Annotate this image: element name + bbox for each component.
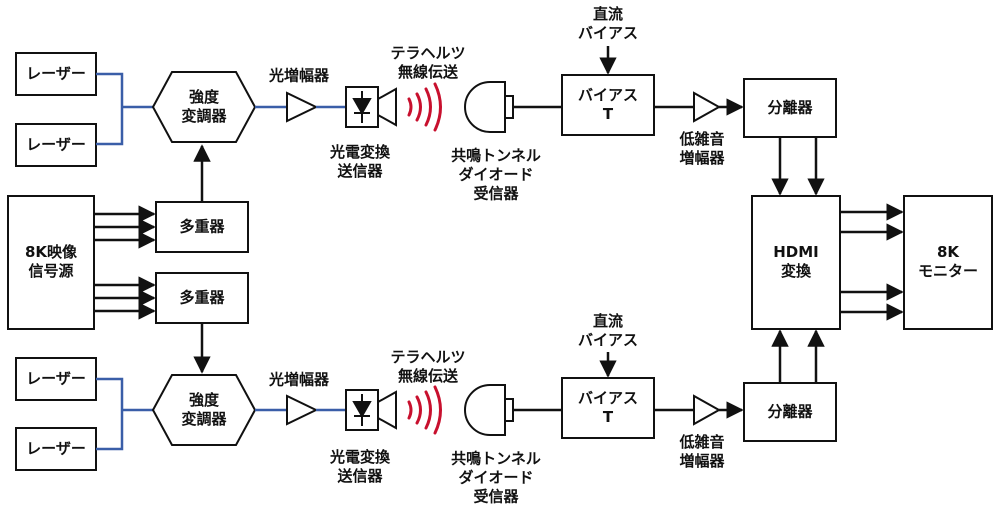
rtd-receiver-plug [504,398,514,422]
photodiode-symbol [352,91,372,123]
splitter-box [743,78,837,138]
laser-box [15,427,97,471]
laser-to-modulator-fiber [96,72,124,146]
optical-amplifier-label: 光増幅器 [268,370,330,389]
rtd-receiver-label: 共鳴トンネル ダイオード 受信器 [451,449,541,506]
intensity-modulator-label: 強度 変調器 [181,391,227,428]
monitor-label: 8K モニター [917,243,979,280]
splitter-label: 分離器 [767,98,813,117]
bias-tee-label: バイアス T [577,86,639,123]
laser-box [15,123,97,167]
thz-transmission-label: テラヘルツ 無線伝送 [390,44,466,81]
photodiode-symbol [352,394,372,426]
channel-top [15,46,837,196]
hdmi-label: HDMI 変換 [773,243,819,280]
thz-transmission-label: テラヘルツ 無線伝送 [390,348,466,385]
source-label: 8K映像 信号源 [24,243,78,280]
monitor-box [903,195,993,330]
channel-bottom [15,329,837,471]
multiplexer-box-top [155,201,249,253]
rtd-receiver-plug [504,95,514,119]
lna-label: 低雑音 増幅器 [679,433,725,470]
dc-bias-label: 直流 バイアス [577,5,639,42]
laser-box [15,52,97,96]
hdmi-to-monitor-arrows [840,203,904,321]
splitter-label: 分離器 [767,402,813,421]
rtd-receiver-icon [464,384,506,436]
bias-tee-box [561,377,655,439]
laser-label: レーザー [26,439,86,458]
horn-antenna-icon [377,390,397,430]
photomixer-transmitter-label: 光電変換 送信器 [329,448,391,485]
terahertz-wave-icon [407,385,442,435]
optical-amplifier-label: 光増幅器 [268,66,330,85]
multiplexer-label: 多重器 [179,217,225,236]
multiplexer-label: 多重器 [179,288,225,307]
horn-antenna-icon [377,87,397,127]
intensity-modulator-label: 強度 変調器 [181,88,227,125]
source-box [7,195,95,330]
photomixer-transmitter-label: 光電変換 送信器 [329,143,391,180]
lna-label: 低雑音 増幅器 [679,130,725,167]
splitter-box [743,382,837,442]
amplifier-triangle-icon [693,91,722,123]
terahertz-wave-icon [407,82,442,132]
rtd-receiver-icon [464,81,506,133]
rtd-receiver-label: 共鳴トンネル ダイオード 受信器 [451,146,541,203]
bias-tee-box [561,74,655,136]
dc-bias-label: 直流 バイアス [577,312,639,349]
source-to-mux-arrows [94,205,156,320]
amplifier-triangle-icon [286,91,319,123]
laser-label: レーザー [26,369,86,388]
laser-to-modulator-fiber [96,377,124,451]
amplifier-triangle-icon [286,394,319,426]
laser-label: レーザー [26,64,86,83]
laser-label: レーザー [26,135,86,154]
hdmi-box [751,195,841,330]
bias-tee-label: バイアス T [577,389,639,426]
amplifier-triangle-icon [693,394,722,426]
